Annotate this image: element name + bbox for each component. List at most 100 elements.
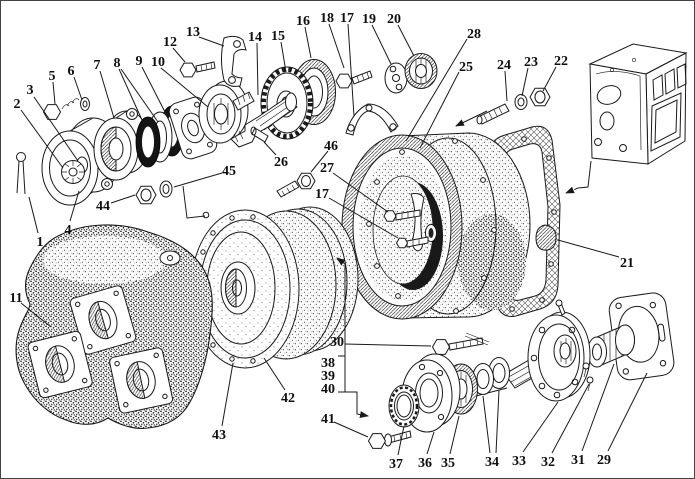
- leader-line-42-0: [263, 357, 286, 391]
- part-2-castellated-nut: [61, 160, 85, 184]
- part-18-bolt: [335, 70, 373, 89]
- gearbox-case: [588, 43, 688, 165]
- callout-14: 14: [248, 30, 262, 45]
- housing-flange-left: [27, 330, 93, 399]
- part-7-splined-flange: [93, 108, 150, 190]
- part-8-seal-rings: [135, 105, 185, 168]
- callout-33: 33: [512, 454, 526, 469]
- part-17-stud-lower: [395, 236, 429, 249]
- callout-41: 41: [321, 412, 335, 427]
- part-13-bracket: [221, 35, 247, 87]
- leader-line-36-0: [426, 431, 435, 455]
- callout-6: 6: [68, 64, 75, 79]
- top-parts-group: [179, 35, 438, 136]
- part-37-seal-ring: [388, 384, 420, 428]
- leader-line-24-0: [504, 70, 508, 102]
- callout-3: 3: [27, 83, 34, 98]
- callout-4: 4: [65, 223, 72, 238]
- callout-11: 11: [9, 291, 22, 306]
- leader-line-20-0: [397, 24, 415, 57]
- bracket-38-40-lower-pointer: [345, 391, 369, 419]
- stud-24-pointer: [455, 110, 488, 127]
- leader-line-29-0: [607, 372, 648, 452]
- leader-line-17-0: [328, 197, 399, 239]
- part-31-spline-coupling: [587, 324, 635, 368]
- callout-32: 32: [541, 455, 555, 470]
- part-17-lock-bracket: [345, 103, 399, 136]
- callout-35: 35: [441, 456, 455, 471]
- callout-2: 2: [14, 97, 21, 112]
- leader-line-34-1: [495, 389, 500, 454]
- case-to-gasket-arrow: [565, 186, 579, 194]
- callout-39: 39: [321, 369, 335, 384]
- leader-line-3-0: [33, 96, 79, 162]
- callout-40: 40: [321, 382, 335, 397]
- leader-line-10-0: [160, 67, 209, 108]
- callout-7: 7: [94, 58, 101, 73]
- part-23-washer: [514, 94, 528, 110]
- bracket-38-40: [338, 355, 346, 393]
- callout-13: 13: [186, 25, 200, 40]
- callout-1: 1: [37, 235, 44, 250]
- leader-line-13-0: [198, 36, 225, 47]
- callout-31: 31: [571, 453, 585, 468]
- bracket-38-40-upper-pointer: [336, 257, 346, 356]
- leader-line-22-0: [542, 66, 557, 92]
- part-25-28-main-housing: [341, 132, 531, 320]
- callout-12: 12: [163, 35, 177, 50]
- callout-25: 25: [459, 60, 473, 75]
- part-20-bearing: [404, 53, 438, 89]
- callout-16: 16: [296, 14, 310, 29]
- part-44-nut: [135, 185, 157, 205]
- leader-line-43-0: [221, 362, 234, 427]
- leader-line-41-0: [333, 421, 369, 438]
- leader-line-32-0: [551, 383, 590, 454]
- leader-line-8-1: [120, 68, 159, 123]
- leader-line-45-1: [182, 185, 206, 219]
- callout-45: 45: [222, 164, 236, 179]
- bearing-retainer: [198, 80, 255, 144]
- part-6-washer: [80, 97, 90, 111]
- callout-28: 28: [467, 27, 481, 42]
- leader-line-7-0: [99, 70, 115, 119]
- case-to-gasket-line: [577, 160, 592, 189]
- leader-line-11-0: [20, 302, 52, 328]
- part-33-hub-shaft: [504, 299, 591, 402]
- leader-line-8-0: [118, 68, 143, 121]
- leader-line-26-0: [263, 141, 277, 156]
- part-12-bolt: [179, 61, 216, 78]
- part-19-lock-plate: [384, 62, 408, 94]
- callout-8: 8: [114, 56, 121, 71]
- leader-line-34-0: [482, 395, 491, 454]
- leader-line-6-0: [73, 76, 83, 101]
- leader-line-23-0: [521, 67, 529, 97]
- leader-line-16-0: [304, 26, 312, 59]
- callout-19: 19: [362, 12, 376, 27]
- callout-38: 38: [321, 356, 335, 371]
- plug-parts-group: [476, 87, 551, 125]
- leader-line-19-0: [371, 24, 392, 65]
- callout-30: 30: [330, 335, 344, 350]
- leader-line-4-0: [69, 190, 80, 222]
- leader-line-9-0: [141, 66, 167, 115]
- part-22-nut: [529, 87, 551, 107]
- callout-10: 10: [151, 55, 165, 70]
- part-24-stud: [476, 103, 510, 125]
- callout-26: 26: [274, 155, 288, 170]
- callout-46: 46: [324, 139, 338, 154]
- callout-34: 34: [485, 455, 499, 470]
- leader-line-46-0: [310, 150, 329, 173]
- callout-21: 21: [620, 256, 634, 271]
- housing-flange-top: [69, 285, 137, 355]
- leader-line-2-0: [20, 109, 64, 169]
- leader-line-25-0: [419, 71, 460, 149]
- leader-line-15-0: [280, 41, 287, 73]
- leader-line-12-0: [172, 47, 186, 63]
- callout-27: 27: [320, 161, 334, 176]
- housing-web: [410, 193, 425, 252]
- callout-20: 20: [387, 12, 401, 27]
- part-11-axle-housing: [15, 224, 213, 429]
- leader-line-37-0: [397, 425, 405, 456]
